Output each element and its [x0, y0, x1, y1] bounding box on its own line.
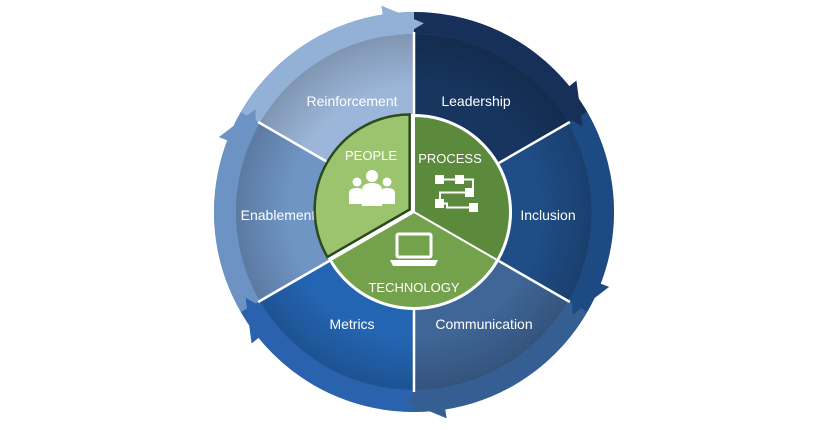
cycle-arrow-icon	[381, 5, 424, 46]
cycle-arrow-icon	[571, 272, 610, 315]
label-process: PROCESS	[418, 151, 482, 166]
cycle-arrow-icon	[218, 109, 257, 152]
cycle-arrow-icon	[404, 378, 447, 419]
segment-divider	[498, 120, 571, 165]
core-divider	[331, 211, 415, 261]
label-metrics: Metrics	[329, 316, 374, 332]
laptop-icon	[390, 232, 438, 266]
cycle-arrow-icon	[545, 80, 583, 127]
core-people	[313, 113, 411, 259]
segment-divider	[257, 120, 330, 165]
segment-dividers	[257, 32, 571, 392]
core-divider	[413, 211, 497, 261]
ring-arc	[568, 112, 614, 312]
segment-divider	[498, 259, 571, 304]
people-group-icon	[349, 170, 395, 206]
label-reinforcement: Reinforcement	[306, 93, 397, 109]
segment-divider	[257, 259, 330, 304]
label-communication: Communication	[435, 316, 532, 332]
flowchart-icon	[435, 175, 478, 212]
label-leadership: Leadership	[441, 93, 510, 109]
core-process	[414, 117, 510, 260]
label-enablement: Enablement	[241, 207, 316, 223]
ring-arc	[214, 112, 260, 312]
label-people: PEOPLE	[345, 148, 397, 163]
cycle-arrow-icon	[245, 297, 283, 344]
core-circle	[313, 113, 512, 310]
label-technology: TECHNOLOGY	[368, 280, 459, 295]
label-inclusion: Inclusion	[520, 207, 575, 223]
